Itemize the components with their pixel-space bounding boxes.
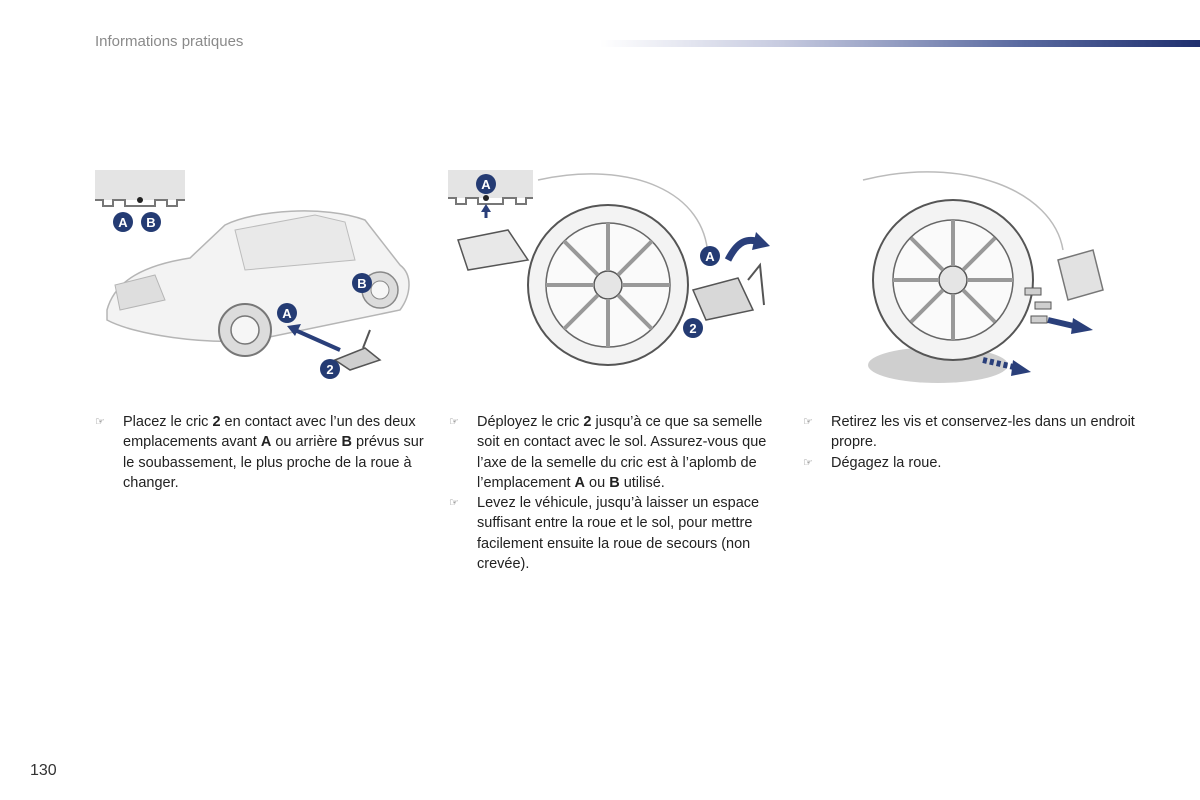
- car-jack-drawing: A B A B 2: [95, 170, 410, 379]
- text-run: Déployez le cric: [477, 414, 584, 430]
- instruction-column-1: ☞ Placez le cric 2 en contact avec l’un d…: [95, 412, 430, 493]
- text-run: ou: [585, 474, 610, 491]
- text-bold: B: [341, 434, 352, 451]
- illustration-jack-placement: A B A B 2: [95, 170, 415, 390]
- text-run: prévus sur le soubassement, le plus proc…: [123, 434, 424, 491]
- remove-wheel-drawing: [862, 171, 1104, 383]
- page-header-title: Informations pratiques: [95, 33, 244, 50]
- badge-a: A: [118, 215, 128, 230]
- text-run: en contact avec l’un des deux emplacemen…: [123, 414, 416, 451]
- instruction-item: ☞ Dégagez la roue.: [803, 453, 1138, 473]
- jack-deploy-drawing: A 2 A: [448, 170, 770, 366]
- illustration-jack-deploy: A 2 A: [448, 170, 775, 390]
- pointing-hand-icon: ☞: [803, 416, 813, 428]
- text-bold: A: [574, 474, 585, 491]
- text-run: Dégagez la roue.: [831, 454, 942, 471]
- text-run: utilisé.: [619, 474, 665, 491]
- instruction-item: ☞ Levez le véhicule, jusqu’à laisser un e…: [449, 493, 769, 574]
- instruction-column-3: ☞ Retirez les vis et conservez-les dans u…: [803, 412, 1138, 473]
- badge-2-jack: 2: [689, 321, 696, 336]
- text-run: Retirez les vis et conservez-les dans un…: [831, 414, 1135, 451]
- pointing-hand-icon: ☞: [803, 456, 813, 469]
- instruction-column-2: ☞ Déployez le cric 2 jusqu’à ce que sa se…: [449, 412, 769, 574]
- page-number: 130: [30, 762, 57, 779]
- text-run: ou arrière: [271, 434, 342, 451]
- badge-b: B: [146, 215, 155, 230]
- instruction-item: ☞ Retirez les vis et conservez-les dans u…: [803, 412, 1138, 453]
- text-bold: 2: [583, 414, 592, 430]
- pointing-hand-icon: ☞: [95, 416, 105, 428]
- text-run: Levez le véhicule, jusqu’à laisser un es…: [477, 495, 760, 573]
- pointing-hand-icon: ☞: [449, 497, 459, 510]
- text-bold: 2: [212, 414, 221, 430]
- badge-a-jack: A: [705, 249, 715, 264]
- badge-a-car: A: [282, 306, 292, 321]
- illustration-remove-wheel: [803, 170, 1130, 390]
- text-bold: A: [260, 434, 272, 451]
- pointing-hand-icon: ☞: [449, 416, 459, 428]
- text-run: jusqu’à ce que sa semelle soit en contac…: [477, 414, 767, 491]
- header-gradient-bar: [600, 40, 1200, 47]
- text-bold: B: [609, 474, 620, 491]
- badge-a-sill: A: [481, 177, 491, 192]
- instruction-item: ☞ Placez le cric 2 en contact avec l’un d…: [95, 412, 430, 493]
- badge-b-car: B: [357, 276, 366, 291]
- text-run: Placez le cric: [123, 414, 213, 430]
- instruction-item: ☞ Déployez le cric 2 jusqu’à ce que sa se…: [449, 412, 769, 493]
- badge-2: 2: [326, 362, 333, 377]
